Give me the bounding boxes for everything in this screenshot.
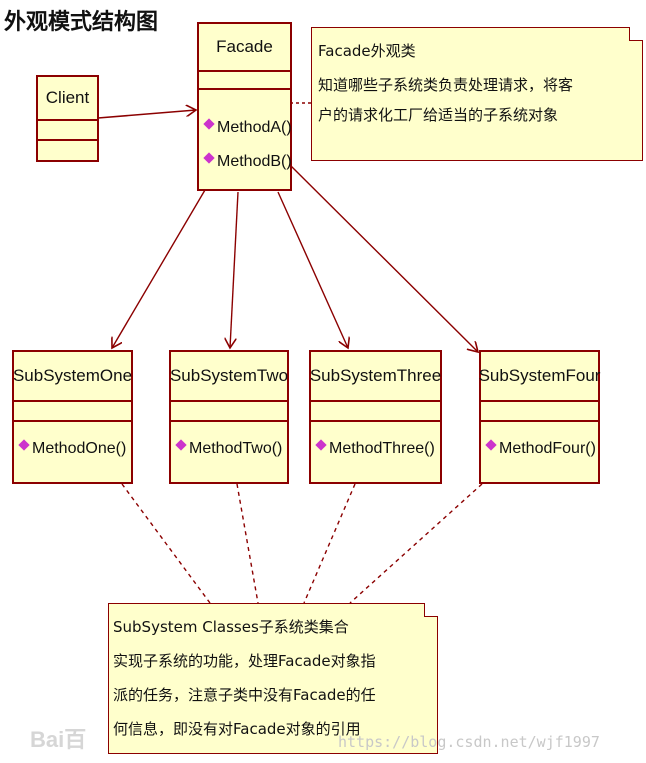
public-method-icon bbox=[485, 439, 497, 451]
subsystem-three-note-anchor bbox=[303, 483, 356, 604]
subsystem-one-note-anchor bbox=[121, 483, 211, 604]
facade-attributes bbox=[199, 72, 290, 90]
public-method-icon bbox=[315, 439, 327, 451]
subsystem-four-note-anchor bbox=[349, 483, 483, 604]
subsystem-three-method: MethodThree() bbox=[315, 439, 440, 458]
subsystem-three-attributes bbox=[311, 402, 440, 422]
subsystem-four-class[interactable]: SubSystemFour MethodFour() bbox=[479, 350, 600, 484]
facade-class-name: Facade bbox=[199, 24, 290, 72]
facade-method-b: MethodB() bbox=[203, 150, 292, 174]
facade-note-line-1: Facade外观类 bbox=[318, 42, 416, 60]
facade-note-line-3: 户的请求化工厂给适当的子系统对象 bbox=[318, 106, 559, 124]
public-method-icon bbox=[203, 118, 215, 130]
subsystem-two-note-anchor bbox=[236, 483, 259, 604]
subsystem-one-method-label: MethodOne() bbox=[32, 440, 127, 457]
note-fold-corner bbox=[629, 27, 643, 41]
subsystem-one-operations: MethodOne() bbox=[14, 422, 131, 458]
public-method-icon bbox=[175, 439, 187, 451]
subsystem-three-class[interactable]: SubSystemThree MethodThree() bbox=[309, 350, 442, 484]
subsystem-note-line-2: 实现子系统的功能，处理Facade对象指 bbox=[113, 652, 376, 670]
client-facade-arrow bbox=[97, 110, 196, 119]
subsystem-note-line-3: 派的任务，注意子类中没有Facade的任 bbox=[113, 686, 376, 704]
subsystem-three-operations: MethodThree() bbox=[311, 422, 440, 458]
subsystem-one-method: MethodOne() bbox=[18, 439, 131, 458]
facade-note: Facade外观类 知道哪些子系统类负责处理请求，将客 户的请求化工厂给适当的子… bbox=[311, 27, 643, 161]
facade-subsystem-two-arrow bbox=[230, 191, 239, 348]
subsystem-three-name: SubSystemThree bbox=[310, 352, 441, 402]
facade-subsystem-one-arrow bbox=[112, 189, 206, 348]
note-fold-corner bbox=[424, 603, 438, 617]
client-class[interactable]: Client bbox=[36, 75, 99, 162]
subsystem-note: SubSystem Classes子系统类集合 实现子系统的功能，处理Facad… bbox=[108, 603, 438, 754]
subsystem-four-method-label: MethodFour() bbox=[499, 440, 596, 457]
subsystem-two-class[interactable]: SubSystemTwo MethodTwo() bbox=[169, 350, 289, 484]
facade-class[interactable]: Facade MethodA() MethodB() bbox=[197, 22, 292, 191]
client-attributes bbox=[38, 121, 97, 141]
watermark-brand: Bai百 bbox=[30, 727, 87, 752]
public-method-icon bbox=[18, 439, 30, 451]
subsystem-four-method: MethodFour() bbox=[485, 439, 598, 458]
facade-subsystem-four-arrow bbox=[289, 164, 478, 352]
subsystem-three-method-label: MethodThree() bbox=[329, 440, 435, 457]
subsystem-two-name: SubSystemTwo bbox=[170, 352, 288, 402]
facade-subsystem-three-arrow bbox=[277, 191, 348, 348]
subsystem-two-attributes bbox=[171, 402, 287, 422]
subsystem-one-name: SubSystemOne bbox=[13, 352, 132, 402]
subsystem-note-line-4: 何信息，即没有对Facade对象的引用 bbox=[113, 720, 361, 738]
client-class-name: Client bbox=[38, 77, 97, 121]
subsystem-four-operations: MethodFour() bbox=[481, 422, 598, 458]
diagram-title: 外观模式结构图 bbox=[4, 10, 159, 35]
facade-method-b-label: MethodB() bbox=[217, 153, 292, 170]
facade-operations: MethodA() MethodB() bbox=[199, 90, 292, 174]
subsystem-four-name: SubSystemFour bbox=[479, 352, 600, 402]
facade-method-a-label: MethodA() bbox=[217, 119, 292, 136]
watermark-url: https://blog.csdn.net/wjf1997 bbox=[338, 733, 600, 751]
subsystem-four-attributes bbox=[481, 402, 598, 422]
subsystem-note-line-1: SubSystem Classes子系统类集合 bbox=[113, 618, 349, 636]
facade-method-a: MethodA() bbox=[203, 116, 292, 140]
public-method-icon bbox=[203, 152, 215, 164]
subsystem-two-method-label: MethodTwo() bbox=[189, 440, 283, 457]
subsystem-one-class[interactable]: SubSystemOne MethodOne() bbox=[12, 350, 133, 484]
subsystem-one-attributes bbox=[14, 402, 131, 422]
facade-note-line-2: 知道哪些子系统类负责处理请求，将客 bbox=[318, 76, 574, 94]
subsystem-two-method: MethodTwo() bbox=[175, 439, 287, 458]
subsystem-two-operations: MethodTwo() bbox=[171, 422, 287, 458]
